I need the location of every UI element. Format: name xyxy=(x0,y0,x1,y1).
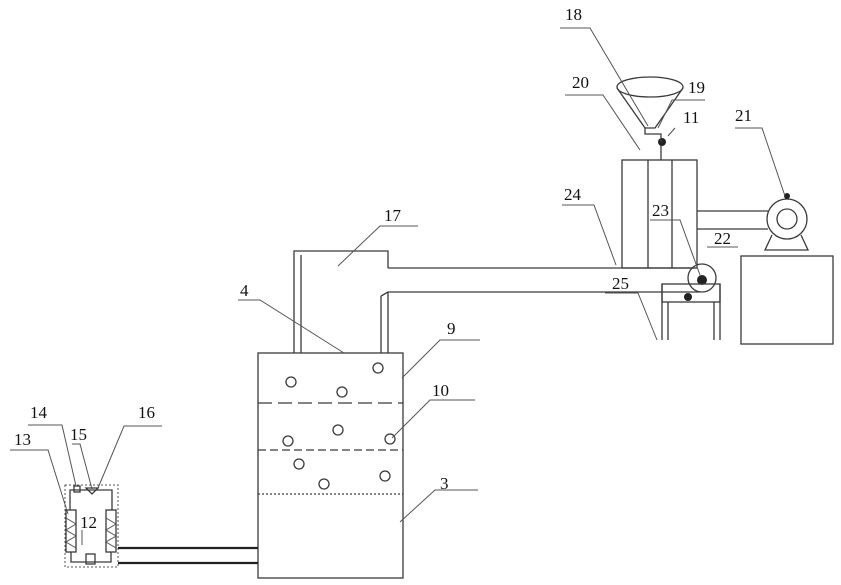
label-4: 4 xyxy=(240,281,249,300)
leader-4 xyxy=(238,300,344,353)
bubble xyxy=(286,377,296,387)
leader-21 xyxy=(735,128,785,196)
blower-housing xyxy=(767,199,807,239)
hood-outer-wall xyxy=(294,251,388,353)
leader-13 xyxy=(10,450,68,514)
coil-zigzag-right xyxy=(106,518,116,548)
leader-10 xyxy=(392,400,475,438)
label-24: 24 xyxy=(564,185,582,204)
leader-9 xyxy=(402,340,480,378)
leader-16 xyxy=(98,426,162,488)
bubble xyxy=(385,434,395,444)
label-12: 12 xyxy=(80,513,97,532)
pump-motor-icon xyxy=(684,293,692,301)
coil-zigzag-left xyxy=(66,518,76,548)
blower-impeller-icon xyxy=(777,209,797,229)
label-10: 10 xyxy=(432,381,449,400)
connecting-duct xyxy=(381,268,700,353)
tank-body xyxy=(258,353,403,578)
bubble xyxy=(337,387,347,397)
label-17: 17 xyxy=(384,206,402,225)
sensor-icon xyxy=(74,486,80,492)
label-3: 3 xyxy=(440,474,449,493)
label-23: 23 xyxy=(652,201,669,220)
leader-24 xyxy=(562,205,616,265)
bubble xyxy=(283,436,293,446)
label-21: 21 xyxy=(735,106,752,125)
label-18: 18 xyxy=(565,5,582,24)
label-13: 13 xyxy=(14,430,31,449)
valve-icon xyxy=(658,138,666,146)
blower-mount xyxy=(765,235,808,250)
label-11: 11 xyxy=(683,108,699,127)
blower-base xyxy=(741,256,833,344)
reactor-tank xyxy=(258,353,403,578)
label-14: 14 xyxy=(30,403,48,422)
feed-column xyxy=(617,77,697,268)
bubble xyxy=(380,471,390,481)
leader-20 xyxy=(565,95,640,150)
leader-lines xyxy=(10,28,785,545)
bubble xyxy=(373,363,383,373)
leader-25 xyxy=(605,293,657,340)
pump-assembly xyxy=(662,264,720,340)
blower xyxy=(697,193,833,344)
leader-17 xyxy=(338,226,418,266)
funnel-rim xyxy=(617,77,683,97)
label-16: 16 xyxy=(138,403,155,422)
label-25: 25 xyxy=(612,274,629,293)
label-15: 15 xyxy=(70,425,87,444)
label-22: 22 xyxy=(714,229,731,248)
leader-14 xyxy=(28,425,76,486)
leader-23 xyxy=(650,220,700,275)
gas-hood xyxy=(294,251,388,353)
bubble xyxy=(294,459,304,469)
label-19: 19 xyxy=(688,78,705,97)
leader-3 xyxy=(400,490,478,522)
leader-11 xyxy=(668,128,675,136)
label-20: 20 xyxy=(572,73,589,92)
bubble xyxy=(333,425,343,435)
supply-line xyxy=(118,548,258,563)
label-9: 9 xyxy=(447,319,456,338)
bubble xyxy=(319,479,329,489)
